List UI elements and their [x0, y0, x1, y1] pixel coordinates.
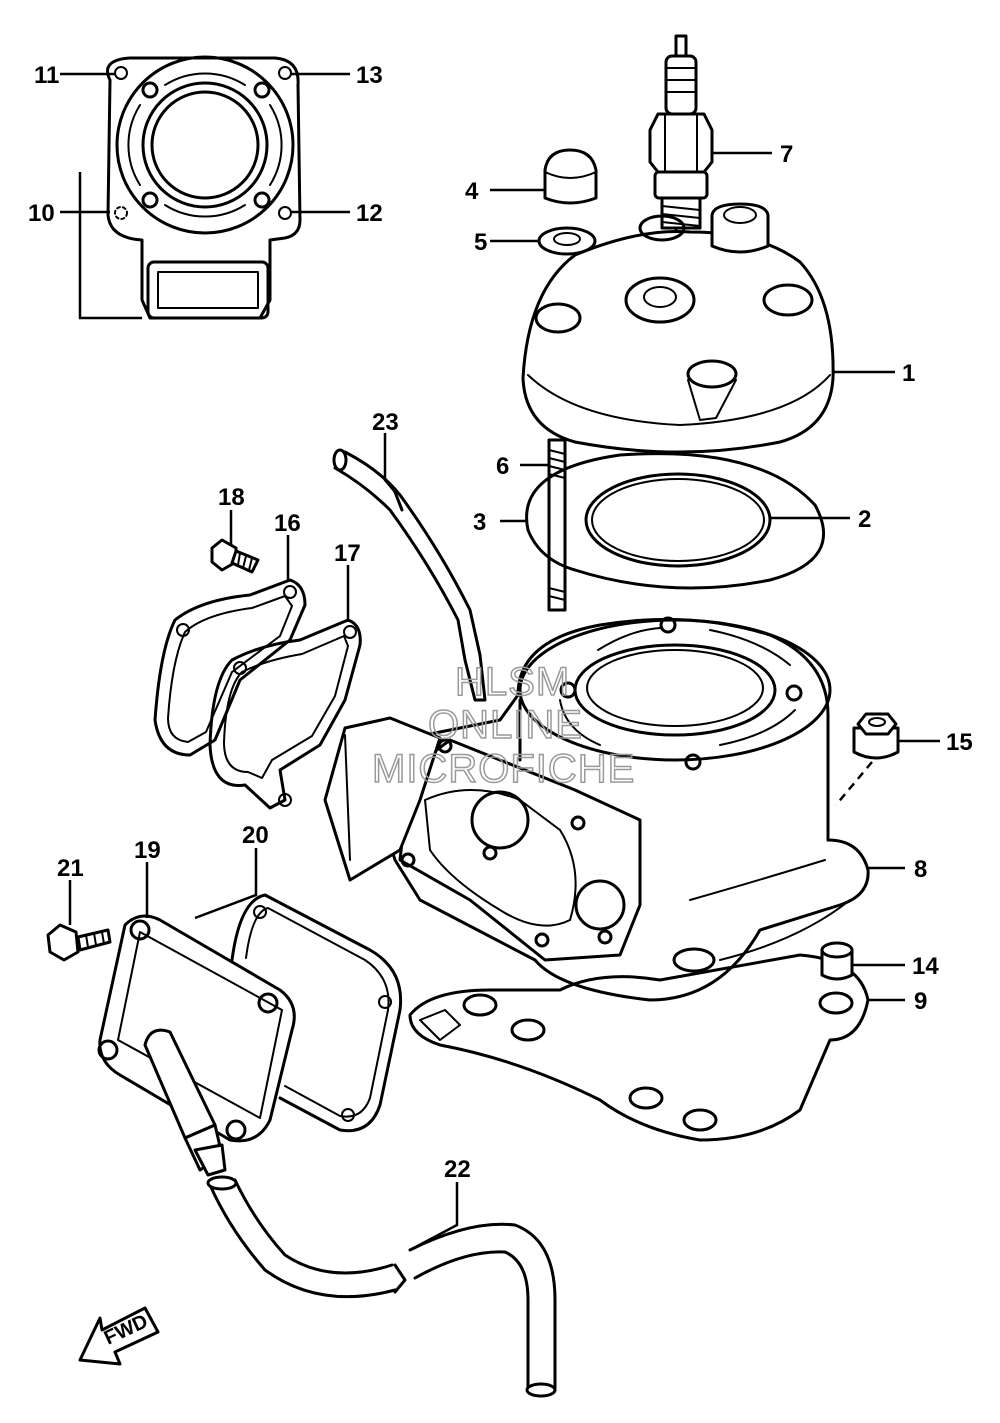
watermark-line-2: ONLINE	[428, 703, 583, 747]
callout-11: 11	[34, 62, 59, 89]
callout-8: 8	[914, 856, 927, 883]
base-gasket	[408, 953, 870, 1142]
reed-cover-19	[97, 914, 296, 1177]
watermark-line-3: MICROFICHE	[372, 747, 635, 791]
inset-cylinder-view	[78, 55, 302, 320]
callout-7: 7	[780, 141, 793, 168]
callout-5: 5	[474, 229, 487, 256]
gasket-16	[153, 578, 307, 757]
reed-valve-block	[323, 716, 442, 882]
head-gasket-outer	[525, 452, 825, 590]
stud-bolt	[547, 438, 567, 612]
callout-23: 23	[372, 409, 399, 436]
watermark: HLSM ONLINE MICROFICHE	[371, 659, 635, 792]
flange-nut	[835, 712, 900, 806]
leader-lines	[60, 72, 940, 1252]
callout-22: 22	[444, 1156, 471, 1183]
callout-3: 3	[473, 509, 486, 536]
callout-20: 20	[242, 822, 269, 849]
callout-1: 1	[902, 360, 915, 387]
callout-numbers: 1 2 3 4 5 6 7 8 9 10 11 12 13 14 15 16 1…	[28, 62, 973, 1183]
gasket-20	[230, 893, 403, 1133]
cap-nut	[543, 148, 598, 205]
fwd-direction-arrow: FWD	[78, 1306, 160, 1366]
callout-10: 10	[28, 200, 55, 227]
breather-hose-23	[332, 448, 487, 702]
callout-14: 14	[912, 953, 939, 980]
callout-6: 6	[496, 453, 509, 480]
bolt-18	[210, 538, 260, 574]
callout-18: 18	[218, 484, 245, 511]
callout-9: 9	[914, 988, 927, 1015]
watermark-line-1: HLSM	[455, 660, 570, 704]
callout-12: 12	[356, 200, 383, 227]
callout-16: 16	[274, 510, 301, 537]
dowel-pin	[820, 941, 854, 981]
spark-plug	[648, 34, 714, 244]
callout-17: 17	[334, 540, 361, 567]
gasket-17	[208, 618, 362, 810]
cylinder-head	[521, 202, 835, 454]
callout-13: 13	[356, 62, 383, 89]
callout-4: 4	[465, 178, 479, 205]
head-gasket-o-ring	[584, 472, 772, 568]
breather-hose-22	[206, 1175, 557, 1398]
callout-21: 21	[57, 855, 84, 882]
callout-19: 19	[134, 837, 161, 864]
bolt-21	[46, 923, 112, 962]
callout-2: 2	[858, 506, 871, 533]
callout-15: 15	[946, 729, 973, 756]
